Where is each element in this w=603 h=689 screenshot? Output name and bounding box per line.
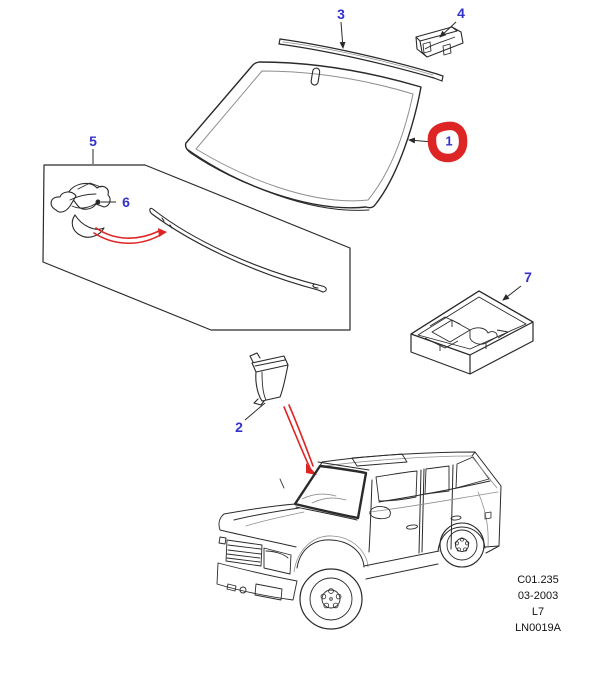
highlight-badge-ring[interactable] [427, 121, 468, 163]
callout-3[interactable]: 3 [337, 6, 345, 22]
rear-wheel [439, 522, 485, 568]
mirror-mount-hole [310, 67, 321, 86]
sunroof [351, 453, 408, 467]
finisher-strip [149, 207, 327, 293]
callout-4[interactable]: 4 [457, 5, 465, 21]
headlamp [263, 547, 292, 575]
red-direction-arrow-strip [93, 227, 163, 244]
windscreen-glass [184, 61, 422, 211]
leader-lines [92, 21, 522, 421]
callout-5[interactable]: 5 [89, 133, 97, 149]
front-grille [225, 539, 263, 567]
windscreen-clip [50, 182, 111, 238]
door-handle [406, 524, 418, 530]
drawing-reference-block: C01.235 03-2003 L7 LN0019A [499, 572, 577, 636]
spacer-part [249, 352, 289, 406]
red-arrow-tip-strip [158, 228, 167, 237]
leader-3 [339, 21, 346, 49]
callout-6[interactable]: 6 [122, 194, 130, 210]
front-bumper [216, 562, 298, 601]
leader-2 [244, 402, 266, 421]
callout-1[interactable]: 1 [445, 133, 453, 149]
upper-finisher-strip [278, 38, 444, 82]
vehicle-illustration [216, 451, 502, 630]
mirror-mounting-bracket [415, 26, 464, 58]
leader-6-dot [95, 199, 101, 205]
door-mirror [369, 506, 391, 520]
side-windows [375, 456, 490, 502]
red-arrow-tip-vehicle [306, 463, 317, 475]
reference-drawing-number: LN0019A [515, 622, 561, 634]
front-wheel [299, 568, 363, 630]
side-finisher-kit-box [42, 164, 351, 331]
callout-2[interactable]: 2 [235, 419, 243, 435]
door-handle [450, 515, 462, 521]
leader-4 [439, 21, 457, 38]
vehicle-windscreen [293, 464, 368, 520]
reference-sheet: L7 [531, 606, 545, 618]
reference-date: 03-2003 [517, 590, 559, 602]
callout-7[interactable]: 7 [524, 269, 532, 285]
red-direction-arrow-vehicle [283, 404, 314, 469]
glazing-packing-box [410, 290, 534, 375]
reference-code: C01.235 [517, 574, 559, 586]
leader-7 [502, 285, 522, 301]
